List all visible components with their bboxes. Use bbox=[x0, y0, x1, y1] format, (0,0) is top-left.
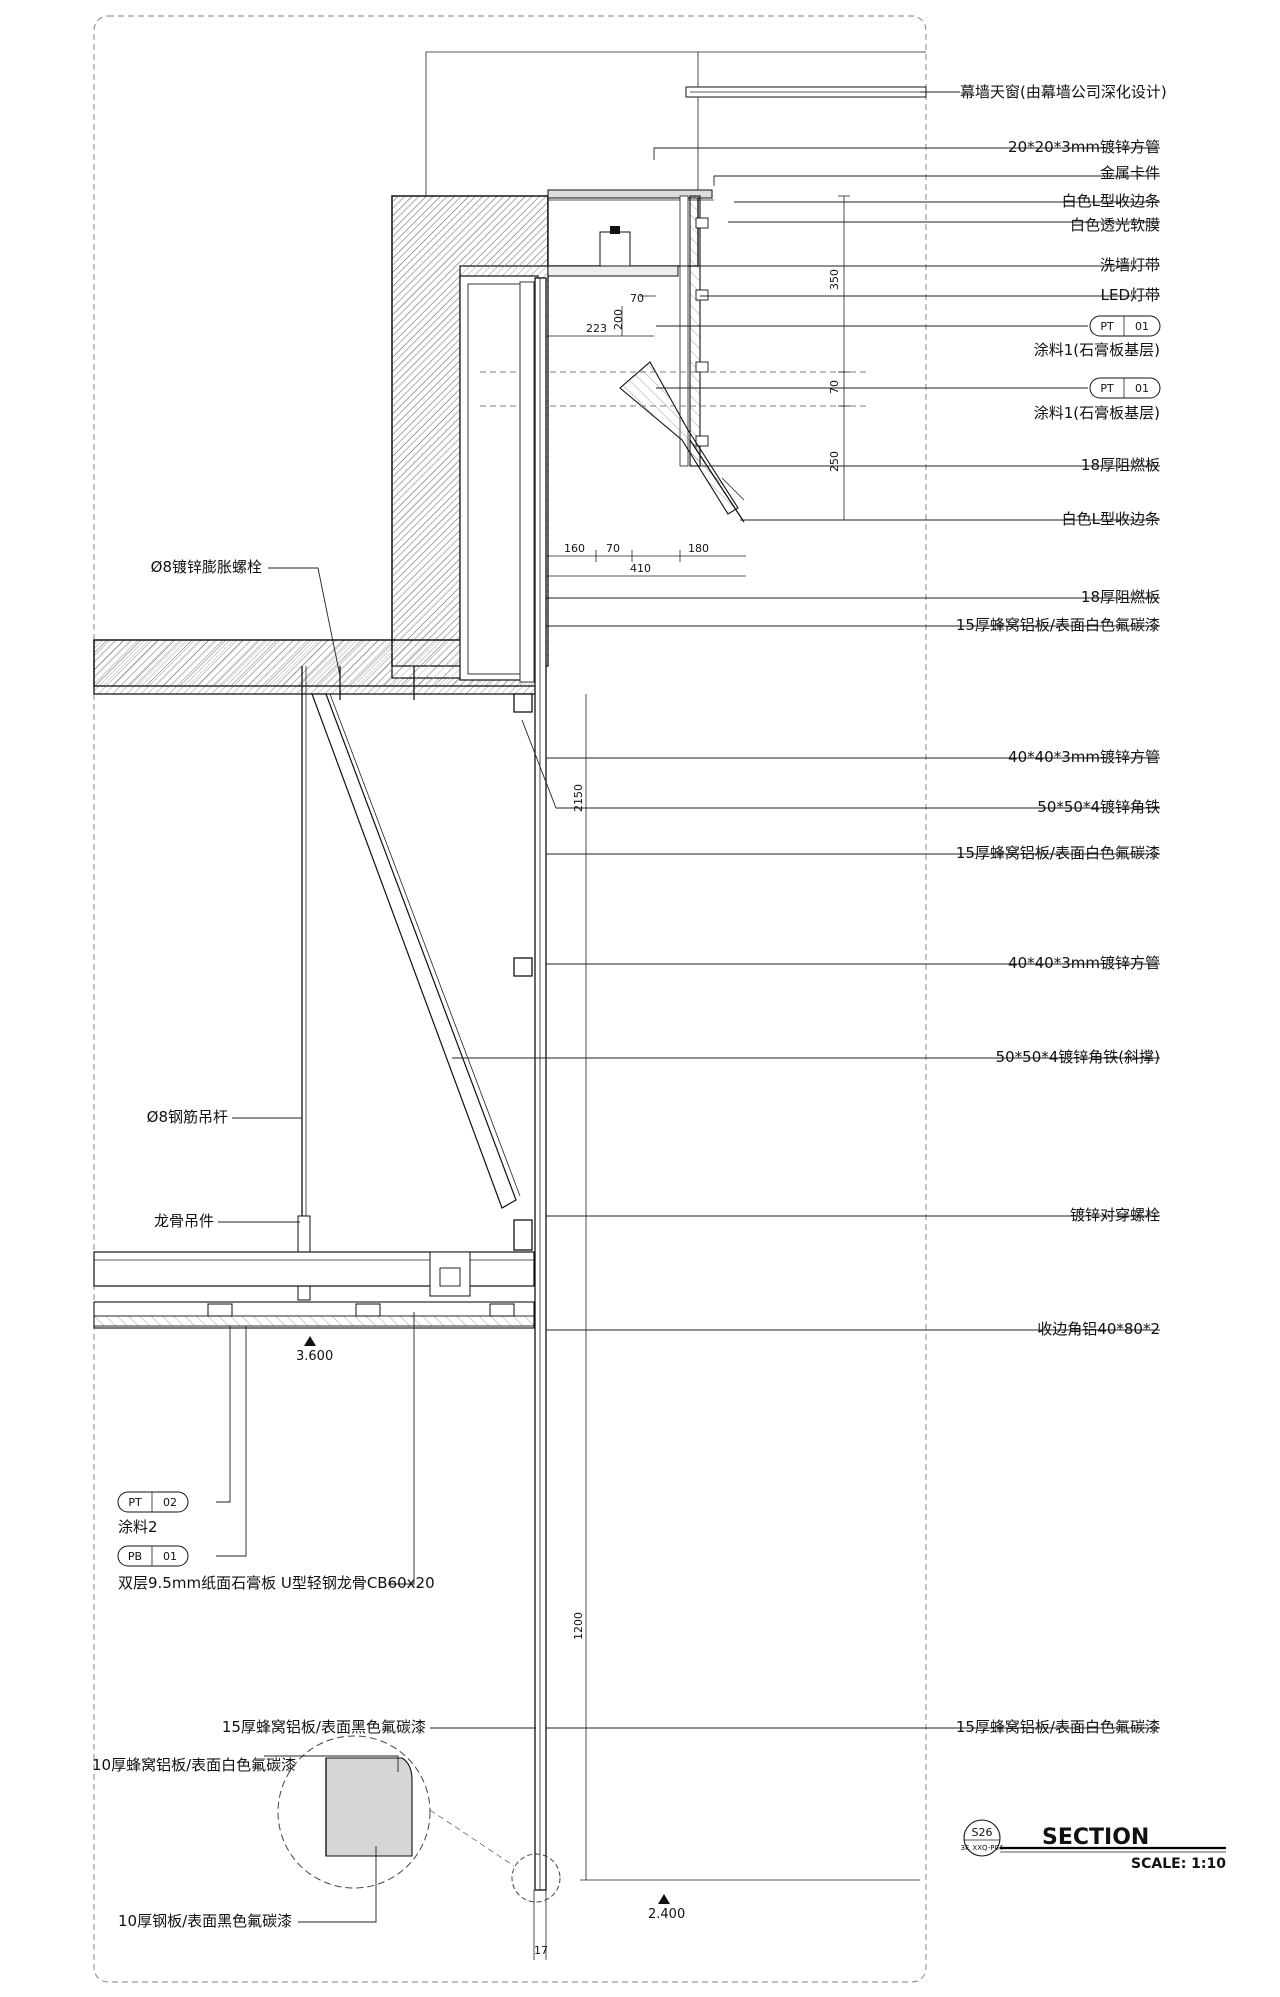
dim-70-horizontal: 70 bbox=[630, 292, 644, 305]
drawing-title: SECTION bbox=[1042, 1825, 1149, 1850]
sheet-reference: 3F. XXQ-P04 bbox=[961, 1844, 1004, 1852]
label-square-tube-40a: 40*40*3mm镀锌方管 bbox=[1008, 748, 1160, 766]
dim-70-bottom: 70 bbox=[606, 542, 620, 555]
level-ceiling: 3.600 bbox=[296, 1349, 333, 1364]
dim-250: 250 bbox=[828, 451, 841, 472]
label-translucent-film: 白色透光软膜 bbox=[1070, 216, 1160, 234]
sheet-number: S26 bbox=[972, 1826, 993, 1839]
svg-text:PT: PT bbox=[1100, 320, 1114, 333]
label-wall-wash-light: 洗墙灯带 bbox=[1100, 256, 1160, 274]
svg-text:PB: PB bbox=[128, 1550, 142, 1563]
label-led-strip: LED灯带 bbox=[1101, 286, 1160, 304]
label-square-tube-40b: 40*40*3mm镀锌方管 bbox=[1008, 954, 1160, 972]
diagonal-brace bbox=[311, 693, 521, 1209]
dim-410: 410 bbox=[630, 562, 651, 575]
detail-callout bbox=[264, 1735, 561, 1923]
svg-text:01: 01 bbox=[1135, 382, 1149, 395]
level-floor: 2.400 bbox=[648, 1907, 685, 1922]
label-l-trim-white: 白色L型收边条 bbox=[1062, 192, 1160, 210]
label-l-trim-white-2: 白色L型收边条 bbox=[1062, 510, 1160, 528]
tag-pt02: PT 02 bbox=[117, 1491, 189, 1513]
leaders-right bbox=[452, 91, 1160, 1729]
sheet-border bbox=[93, 15, 927, 1983]
tag-pt01-a: PT 01 bbox=[1089, 315, 1161, 337]
skylight-frame bbox=[425, 51, 927, 196]
dim-70-vertical: 70 bbox=[828, 380, 841, 394]
label-paint2: 涂料2 bbox=[118, 1518, 158, 1536]
facade-panel bbox=[513, 277, 547, 1891]
dim-350: 350 bbox=[828, 269, 841, 290]
tag-pt01-b: PT 01 bbox=[1089, 377, 1161, 399]
cavity-panel bbox=[467, 283, 529, 675]
light-trough bbox=[547, 189, 745, 523]
label-black-honeycomb: 15厚蜂窝铝板/表面黑色氟碳漆 bbox=[222, 1718, 426, 1736]
drawing-scale: SCALE: 1:10 bbox=[1131, 1856, 1226, 1872]
label-angle-brace: 50*50*4镀锌角铁(斜撑) bbox=[996, 1048, 1160, 1066]
dim-200: 200 bbox=[612, 309, 625, 330]
label-detail-steel: 10厚钢板/表面黑色氟碳漆 bbox=[118, 1912, 292, 1930]
label-detail-white: 10厚蜂窝铝板/表面白色氟碳漆 bbox=[92, 1756, 296, 1774]
label-hanger-rod: Ø8钢筋吊杆 bbox=[147, 1108, 228, 1126]
svg-text:01: 01 bbox=[1135, 320, 1149, 333]
label-honeycomb-white-c: 15厚蜂窝铝板/表面白色氟碳漆 bbox=[956, 1718, 1160, 1736]
dim-180: 180 bbox=[688, 542, 709, 555]
level-marker-floor bbox=[658, 1894, 670, 1904]
label-paint1-a: 涂料1(石膏板基层) bbox=[1034, 341, 1160, 359]
label-metal-clip: 金属卡件 bbox=[1100, 164, 1160, 182]
label-skylight: 幕墙天窗(由幕墙公司深化设计) bbox=[960, 83, 1167, 101]
dim-17: 17 bbox=[534, 1944, 548, 1957]
hanger-rod bbox=[297, 666, 415, 1301]
label-anchor-bolt: Ø8镀锌膨胀螺栓 bbox=[151, 558, 262, 576]
label-paint1-b: 涂料1(石膏板基层) bbox=[1034, 404, 1160, 422]
svg-text:02: 02 bbox=[163, 1496, 177, 1509]
leaders-left bbox=[216, 567, 536, 1729]
label-square-tube-20: 20*20*3mm镀锌方管 bbox=[1008, 138, 1160, 156]
dim-160: 160 bbox=[564, 542, 585, 555]
label-fireboard-18a: 18厚阻燃板 bbox=[1081, 456, 1160, 474]
dimension-text: 350 70 250 70 200 223 160 70 180 410 215… bbox=[534, 269, 841, 1957]
title-block bbox=[963, 1819, 1226, 1857]
dimension-lines bbox=[533, 195, 920, 1960]
svg-text:PT: PT bbox=[1100, 382, 1114, 395]
label-edge-angle: 收边角铝40*80*2 bbox=[1037, 1320, 1160, 1338]
dim-223: 223 bbox=[586, 322, 607, 335]
material-tags: PT 01 PT 01 PT 02 PB 01 bbox=[117, 315, 1161, 1567]
svg-text:PT: PT bbox=[128, 1496, 142, 1509]
label-honeycomb-white-a: 15厚蜂窝铝板/表面白色氟碳漆 bbox=[956, 616, 1160, 634]
annotation-text: 幕墙天窗(由幕墙公司深化设计) 20*20*3mm镀锌方管 金属卡件 白色L型收… bbox=[92, 83, 1167, 1930]
label-through-bolt: 镀锌对穿螺栓 bbox=[1070, 1206, 1160, 1224]
label-angle-50: 50*50*4镀锌角铁 bbox=[1037, 798, 1160, 816]
ceiling-assembly bbox=[93, 1251, 535, 1329]
dim-2150: 2150 bbox=[572, 784, 585, 812]
svg-text:01: 01 bbox=[163, 1550, 177, 1563]
label-keel-hanger: 龙骨吊件 bbox=[154, 1212, 214, 1230]
label-honeycomb-white-b: 15厚蜂窝铝板/表面白色氟碳漆 bbox=[956, 844, 1160, 862]
dim-1200: 1200 bbox=[572, 1612, 585, 1640]
level-marker-ceiling bbox=[304, 1336, 316, 1346]
label-gypsum: 双层9.5mm纸面石膏板 U型轻钢龙骨CB60x20 bbox=[118, 1574, 435, 1592]
tag-pb01: PB 01 bbox=[117, 1545, 189, 1567]
label-fireboard-18b: 18厚阻燃板 bbox=[1081, 588, 1160, 606]
